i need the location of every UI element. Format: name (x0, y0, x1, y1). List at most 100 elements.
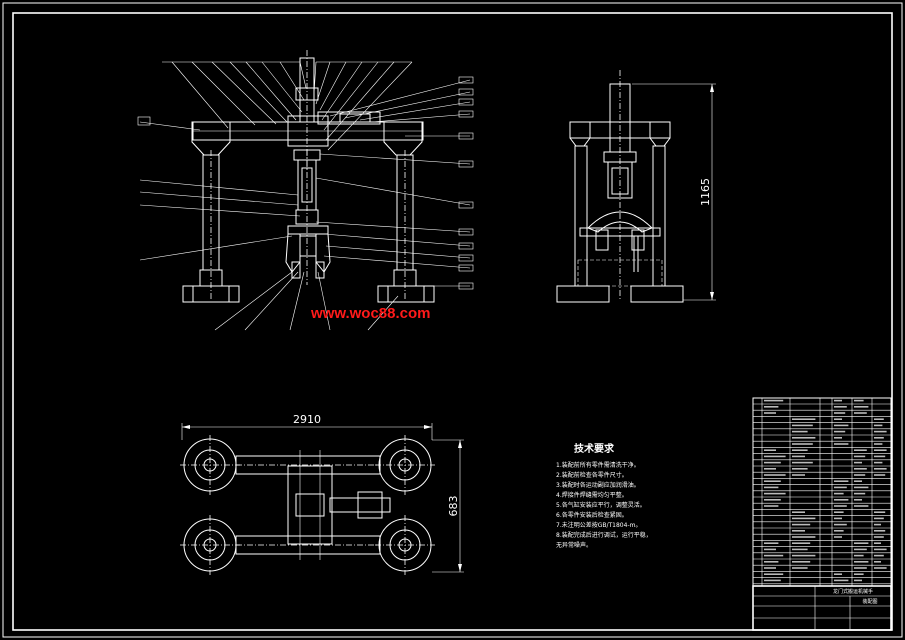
table-cell-mark (764, 480, 781, 482)
tech-item: 无异常噪声。 (556, 541, 592, 549)
table-cell-mark (874, 548, 887, 551)
front-view-leaders (139, 61, 471, 331)
table-cell-mark (792, 536, 816, 538)
table-cell-mark (874, 468, 887, 470)
table-cell-mark (764, 499, 781, 501)
table-cell-mark (834, 492, 844, 495)
table-cell-mark (854, 499, 862, 501)
table-cell-mark (834, 418, 842, 420)
tech-requirements-title: 技术要求 (574, 442, 615, 455)
table-cell-mark (854, 561, 869, 563)
table-cell-mark (854, 468, 867, 470)
table-cell-mark (874, 517, 884, 520)
table-cell-mark (792, 561, 811, 563)
table-cell-mark (792, 474, 805, 476)
table-cell-mark (834, 412, 846, 414)
table-cell-mark (874, 530, 886, 532)
table-cell-mark (874, 461, 883, 464)
table-cell-mark (834, 499, 849, 501)
tech-item: 1.装配前所有零件需清洗干净。 (556, 461, 640, 469)
table-cell-mark (834, 430, 846, 433)
table-cell-mark (854, 492, 866, 495)
table-cell-mark (874, 437, 884, 439)
table-cell-mark (874, 567, 887, 569)
table-cell-mark (764, 542, 779, 544)
table-cell-mark (834, 437, 842, 439)
table-cell-mark (854, 480, 862, 482)
table-cell-mark (874, 523, 881, 526)
table-cell-mark (854, 579, 862, 582)
table-cell-mark (874, 536, 884, 538)
table-cell-mark (764, 579, 781, 582)
tech-item: 7.未注明公差按GB/T1804-m。 (556, 521, 641, 529)
side-view (556, 70, 716, 303)
table-cell-mark (874, 554, 884, 557)
table-cell-mark (874, 542, 881, 544)
table-cell-mark (764, 567, 776, 569)
table-cell-mark (834, 536, 842, 538)
table-cell-mark (834, 486, 847, 489)
table-cell-mark (834, 523, 847, 526)
table-cell-mark (792, 461, 813, 464)
front-view-balloons (458, 76, 474, 290)
table-cell-mark (834, 511, 844, 513)
table-cell-mark (854, 486, 869, 489)
parts-list-table (752, 397, 892, 631)
title-block: 龙门式搬运机械手 装配图 (752, 585, 892, 631)
table-cell-mark (764, 492, 786, 495)
watermark-text: www.woc88.com (310, 305, 430, 322)
table-cell-mark (854, 567, 867, 569)
table-cell-mark (764, 573, 784, 575)
table-cell-mark (764, 474, 786, 476)
table-cell-mark (854, 399, 864, 402)
table-cell-mark (792, 554, 816, 557)
tech-item: 5.各气缸安装应平行，调整灵活。 (556, 501, 646, 509)
table-cell-mark (792, 449, 808, 451)
tech-item: 6.各零件安装后检查紧固。 (556, 511, 628, 519)
table-cell-mark (792, 548, 808, 551)
table-cell-mark (854, 449, 867, 451)
table-cell-mark (764, 468, 776, 470)
tech-requirements: 技术要求 1.装配前所有零件需清洗干净。 2.装配前检查各零件尺寸。 3.装配时… (556, 442, 652, 549)
table-cell-mark (792, 455, 805, 458)
table-cell-mark (764, 561, 779, 563)
table-cell-mark (764, 461, 781, 464)
table-cell-mark (874, 443, 883, 445)
table-cell-mark (874, 430, 887, 433)
table-cell-mark (834, 530, 844, 532)
table-cell-mark (854, 474, 866, 476)
table-cell-mark (764, 486, 779, 489)
table-cell-mark (792, 424, 813, 427)
table-cell-mark (854, 542, 869, 544)
tech-item: 3.装配时各运动副应加润滑油。 (556, 481, 640, 489)
table-cell-mark (792, 418, 816, 420)
table-cell-mark (874, 449, 887, 451)
table-cell-mark (874, 474, 886, 476)
table-cell-mark (854, 548, 867, 551)
table-cell-mark (792, 511, 805, 513)
table-cell-mark (834, 579, 849, 582)
table-cell-mark (834, 406, 847, 408)
inner-border (12, 12, 893, 631)
front-view (137, 50, 435, 303)
table-cell-mark (764, 455, 786, 458)
table-cell-mark (764, 412, 776, 414)
plan-view (180, 423, 464, 575)
table-cell-mark (854, 505, 869, 507)
table-cell-mark (764, 548, 776, 551)
table-cell-mark (874, 455, 886, 458)
drawing-name: 装配图 (862, 598, 877, 605)
table-cell-mark (854, 455, 866, 458)
plan-width-dimension: 2910 (293, 413, 321, 426)
tech-item: 4.焊接件焊缝需均匀平整。 (556, 491, 628, 499)
table-cell-mark (792, 468, 808, 470)
table-cell-mark (834, 505, 847, 507)
table-cell-mark (854, 461, 862, 464)
table-cell-mark (792, 430, 808, 433)
table-cell-mark (854, 406, 869, 408)
tech-item: 8.装配完成后进行调试，运行平稳， (556, 531, 652, 539)
table-cell-mark (764, 399, 784, 402)
table-cell-mark (792, 523, 811, 526)
